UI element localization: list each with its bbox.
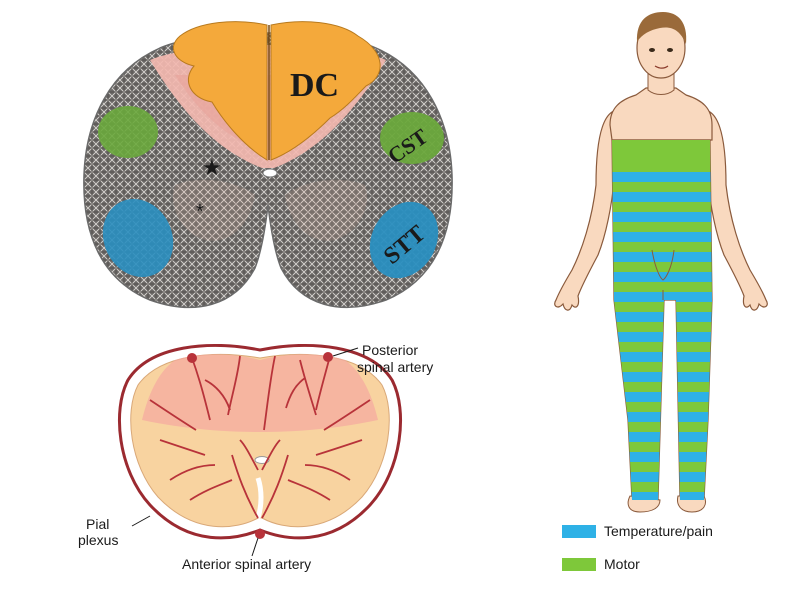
central-canal <box>262 168 278 178</box>
dermatome-stripe <box>612 462 712 472</box>
dermatome-stripe <box>612 242 712 252</box>
stt-region-right <box>369 201 439 279</box>
anterior-label: Anterior spinal artery <box>182 556 311 572</box>
posterior-artery-left <box>187 353 197 363</box>
posterior-artery-right <box>323 352 333 362</box>
stt-region-left <box>102 199 174 277</box>
legend-motor: Motor <box>562 556 640 572</box>
vessel-network <box>149 355 371 519</box>
spinal-cord-section: DC CST STT ★ * <box>83 21 453 309</box>
dermatome-stripe <box>612 382 712 392</box>
dermatome-stripe <box>612 472 712 482</box>
pial-label-line2: plexus <box>78 532 118 548</box>
dc-label: DC <box>290 67 339 104</box>
dermatome-stripe <box>612 252 712 262</box>
dermatome-stripe <box>612 232 712 242</box>
dermatome-stripe <box>612 352 712 362</box>
temperature-swatch <box>562 524 596 538</box>
posterior-leader <box>332 347 359 357</box>
asterisk-marker: * <box>196 201 204 223</box>
mouth <box>654 65 669 69</box>
dermatome-stripe <box>590 502 740 512</box>
dermatome-stripe <box>590 512 740 522</box>
anterior-fissure <box>255 477 264 519</box>
torso-legs <box>609 87 713 141</box>
temperature-legend-label: Temperature/pain <box>604 523 713 539</box>
body-figure <box>554 12 768 522</box>
dermatome-stripe <box>612 492 712 500</box>
motor-swatch <box>562 557 596 571</box>
dermatome-stripe <box>612 362 712 372</box>
dermatome-stripe <box>612 332 712 342</box>
star-marker: ★ <box>202 155 222 180</box>
dermatome-stripe <box>612 322 712 332</box>
gray-matter-left <box>173 179 255 241</box>
hair <box>636 12 687 44</box>
dermatome-stripe <box>612 432 712 442</box>
dermatome-stripe <box>612 282 712 292</box>
dermatome-stripe <box>612 452 712 462</box>
dermatome-stripe <box>612 402 712 412</box>
dermatome-stripe <box>612 192 712 202</box>
pial-leader <box>131 515 151 527</box>
posterior-pink-zone <box>142 354 378 432</box>
dermatome-stripe <box>612 272 712 282</box>
right-arm <box>707 110 768 311</box>
dermatome-stripe <box>612 372 712 382</box>
dorsal-column-right <box>270 21 381 161</box>
dermatome-stripe <box>612 182 712 192</box>
right-eye <box>667 48 673 52</box>
cst-region-right <box>380 112 444 164</box>
dermatome-stripe <box>612 422 712 432</box>
dermatome-stripe <box>612 202 712 212</box>
gray-matter-right <box>285 179 367 241</box>
cst-region-left <box>98 106 158 158</box>
anterior-leader <box>251 537 259 557</box>
dermatome-stripe <box>612 262 712 272</box>
dermatome-stripe <box>612 442 712 452</box>
dermatome-stripe <box>612 172 712 182</box>
dermatome-stripe <box>612 342 712 352</box>
motor-band-top <box>612 140 712 172</box>
left-arm <box>554 110 615 311</box>
dermatome-stripe <box>612 392 712 402</box>
dermatome-stripe <box>612 312 712 322</box>
motor-legend-label: Motor <box>604 556 640 572</box>
groin-outline <box>651 249 675 281</box>
dermatome-stripe <box>612 482 712 492</box>
legend-temperature: Temperature/pain <box>562 523 713 539</box>
left-eye <box>649 48 655 52</box>
anterior-artery-dot <box>255 529 265 539</box>
dorsal-column-left <box>173 21 268 161</box>
vascular-section: Posterior spinal artery Pial plexus Ante… <box>78 342 433 572</box>
pial-label-line1: Pial <box>86 516 109 532</box>
dermatome-stripe <box>612 412 712 422</box>
posterior-label-line1: Posterior <box>362 342 418 358</box>
dermatome-stripe <box>612 222 712 232</box>
posterior-label-line2: spinal artery <box>357 359 433 375</box>
dermatome-stripe <box>612 292 712 302</box>
dermatome-stripe <box>612 302 712 312</box>
dermatome-stripe <box>612 212 712 222</box>
